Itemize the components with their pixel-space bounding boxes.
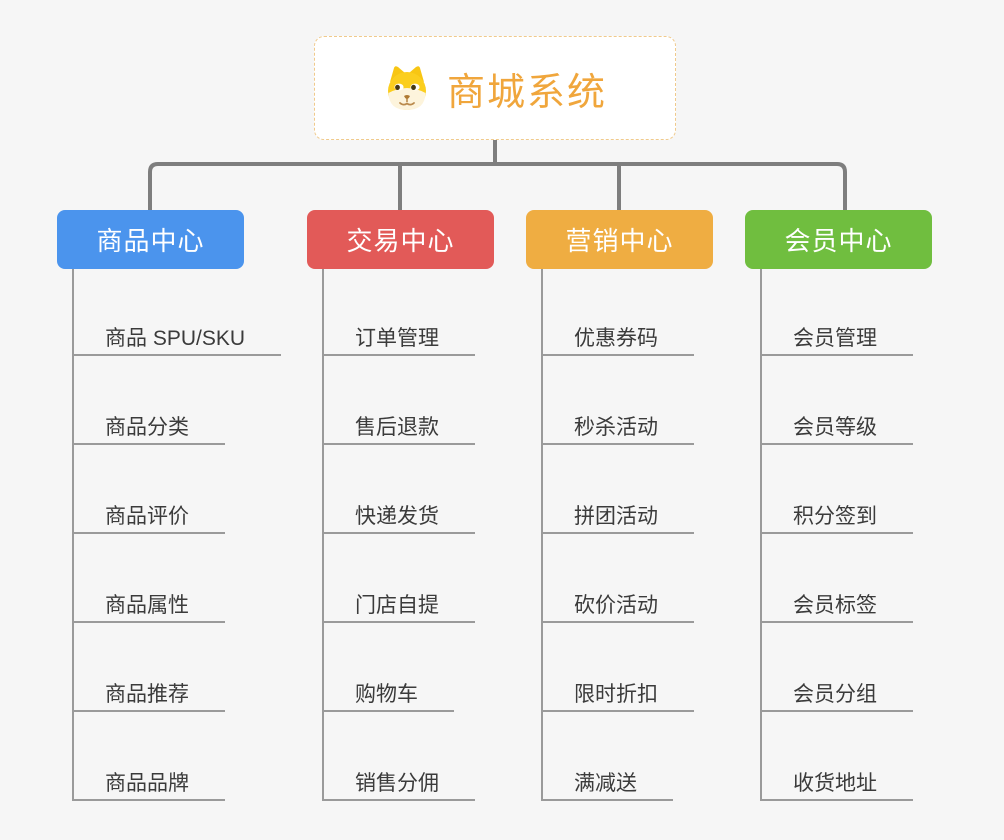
mind-node[interactable]: 积分签到	[760, 502, 913, 534]
branch-member-center[interactable]: 会员中心	[745, 210, 932, 269]
mind-node[interactable]: 商品评价	[72, 502, 225, 534]
mind-node[interactable]: 拼团活动	[541, 502, 694, 534]
branch-trade-center[interactable]: 交易中心	[307, 210, 494, 269]
mind-node[interactable]: 商品推荐	[72, 680, 225, 712]
mind-node[interactable]: 会员分组	[760, 680, 913, 712]
mind-node[interactable]: 会员等级	[760, 413, 913, 445]
branch-product-center[interactable]: 商品中心	[57, 210, 244, 269]
mind-node[interactable]: 商品品牌	[72, 769, 225, 801]
root-node-mall-system[interactable]: 商城系统	[314, 36, 676, 140]
mind-node[interactable]: 会员管理	[760, 324, 913, 356]
mind-node[interactable]: 秒杀活动	[541, 413, 694, 445]
mind-node[interactable]: 订单管理	[322, 324, 475, 356]
mind-node[interactable]: 快递发货	[322, 502, 475, 534]
mind-node[interactable]: 优惠券码	[541, 324, 694, 356]
root-title: 商城系统	[446, 71, 607, 114]
branch-spine-line	[72, 269, 74, 801]
mind-node[interactable]: 会员标签	[760, 591, 913, 623]
branch-spine-line	[541, 269, 543, 801]
mind-node[interactable]: 砍价活动	[541, 591, 694, 623]
mind-node[interactable]: 商品属性	[72, 591, 225, 623]
mind-node[interactable]: 售后退款	[322, 413, 475, 445]
mind-node[interactable]: 购物车	[322, 680, 454, 712]
branch-spine-line	[760, 269, 762, 801]
mind-node[interactable]: 商品 SPU/SKU	[72, 324, 282, 356]
mind-node[interactable]: 收货地址	[760, 769, 913, 801]
mind-node[interactable]: 商品分类	[72, 413, 225, 445]
branch-marketing-center[interactable]: 营销中心	[526, 210, 713, 269]
shiba-dog-face-icon	[387, 66, 426, 110]
mind-node[interactable]: 限时折扣	[541, 680, 694, 712]
mind-node[interactable]: 门店自提	[322, 591, 475, 623]
mind-node[interactable]: 满减送	[541, 769, 673, 801]
mind-node[interactable]: 销售分佣	[322, 769, 475, 801]
branch-spine-line	[322, 269, 324, 801]
